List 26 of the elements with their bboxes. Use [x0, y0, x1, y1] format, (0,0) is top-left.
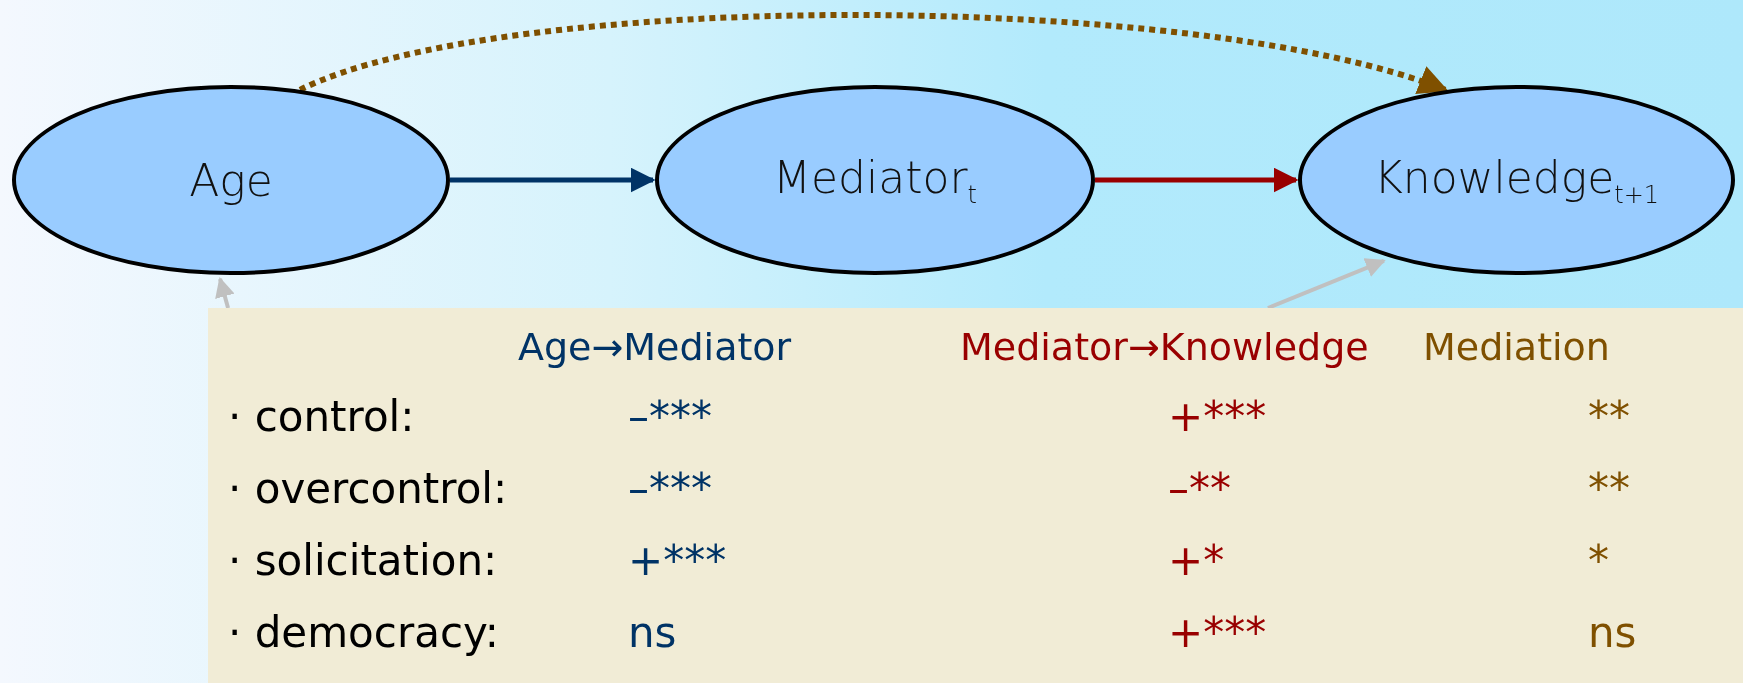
table-value: * [1588, 540, 1609, 582]
row-label: · overcontrol: [228, 468, 508, 510]
node-label: Knowledge$_{t+1}$ [1373, 151, 1660, 209]
table-value: +*** [628, 540, 727, 582]
table-value: ns [1588, 612, 1637, 654]
row-label: · democracy: [228, 612, 499, 654]
column-header: Age→Mediator [518, 328, 792, 366]
row-label: · control: [228, 396, 415, 438]
arrow [1267, 258, 1386, 310]
row-label: · solicitation: [228, 540, 498, 582]
node-label: Age [189, 154, 273, 206]
column-header: Mediator→Knowledge [960, 328, 1369, 366]
table-value: –*** [628, 468, 712, 510]
arrow [215, 276, 235, 309]
node-label: Mediator$_{t}$ [773, 151, 977, 209]
table-value: ns [628, 612, 677, 654]
table-value: ** [1588, 396, 1630, 438]
arrow [1095, 167, 1299, 193]
table-value: –*** [628, 396, 712, 438]
arrow [450, 167, 656, 193]
table-value: +*** [1168, 612, 1267, 654]
table-value: +*** [1168, 396, 1267, 438]
table-value: +* [1168, 540, 1225, 582]
table-value: –** [1168, 468, 1231, 510]
column-header: Mediation [1423, 328, 1610, 366]
table-value: ** [1588, 468, 1630, 510]
